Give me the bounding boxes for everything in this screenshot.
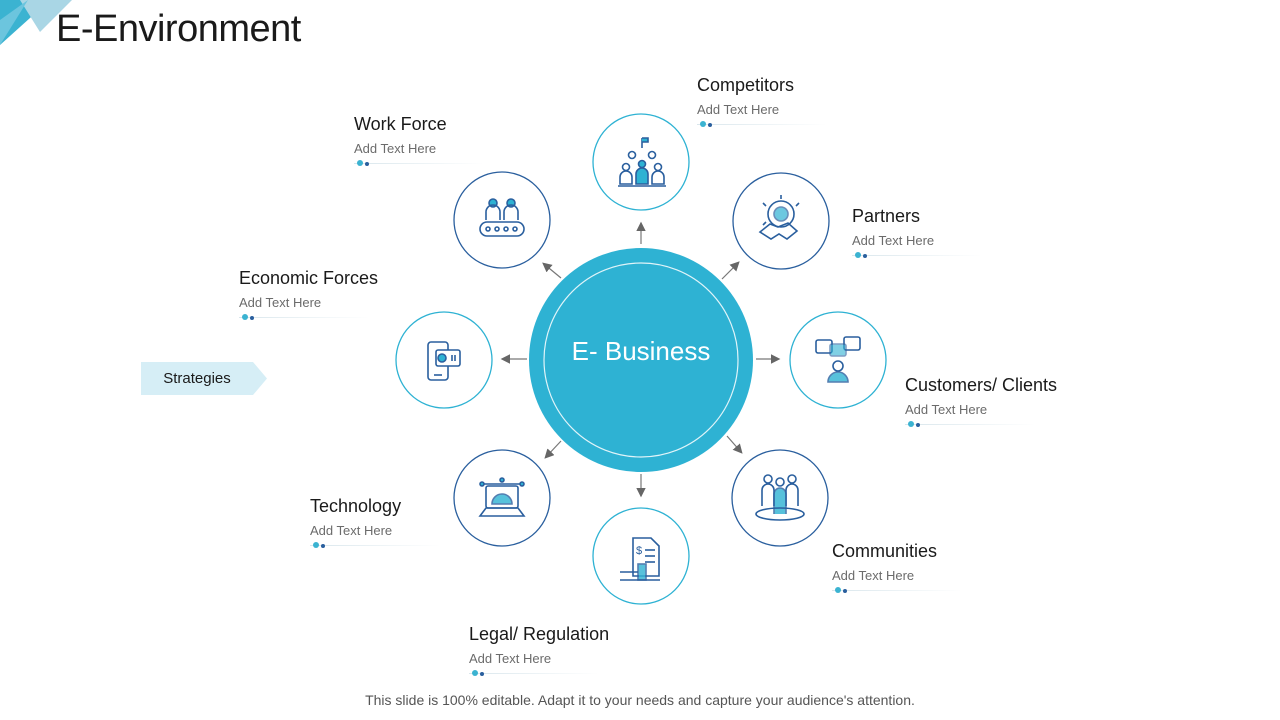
label-rule bbox=[354, 160, 484, 168]
node-legal: $ bbox=[592, 507, 690, 605]
label-partners-title: Partners bbox=[852, 206, 921, 226]
label-legal: Legal/ Regulation Add Text Here bbox=[469, 624, 609, 678]
document-gavel-icon: $ bbox=[620, 537, 660, 581]
label-rule bbox=[310, 542, 440, 550]
label-rule bbox=[697, 121, 827, 129]
svg-text:$: $ bbox=[636, 545, 642, 557]
center-circle bbox=[529, 248, 753, 472]
laptop-tech-icon bbox=[478, 477, 526, 517]
label-partners-text: Add Text Here bbox=[852, 233, 935, 248]
label-economic-text: Add Text Here bbox=[239, 295, 322, 310]
footer-note: This slide is 100% editable. Adapt it to… bbox=[365, 692, 915, 708]
node-workforce bbox=[453, 171, 551, 269]
node-competitors bbox=[592, 113, 690, 211]
label-legal-text: Add Text Here bbox=[469, 651, 552, 666]
label-rule bbox=[852, 252, 982, 260]
mobile-payment-icon bbox=[427, 341, 461, 381]
people-group-icon bbox=[755, 474, 805, 521]
label-workforce-text: Add Text Here bbox=[354, 141, 437, 156]
label-technology: Technology Add Text Here bbox=[310, 496, 440, 550]
handshake-gear-icon bbox=[758, 195, 800, 240]
page-title: E-Environment bbox=[56, 8, 301, 50]
label-economic-title: Economic Forces bbox=[239, 268, 379, 288]
strategies-arrow-shape bbox=[141, 362, 267, 395]
node-partners bbox=[732, 172, 830, 270]
label-workforce-title: Work Force bbox=[354, 114, 447, 134]
team-flag-icon bbox=[618, 137, 666, 187]
arrow-technology bbox=[544, 440, 562, 459]
label-rule bbox=[905, 421, 1035, 429]
arrow-communities bbox=[726, 435, 743, 454]
corner-decoration bbox=[0, 0, 72, 45]
arrow-partners bbox=[721, 261, 740, 280]
label-competitors-title: Competitors bbox=[697, 75, 795, 95]
label-rule bbox=[239, 314, 369, 322]
label-technology-title: Technology bbox=[310, 496, 402, 516]
conveyor-workers-icon bbox=[479, 198, 525, 237]
node-customers bbox=[789, 311, 887, 409]
node-economic bbox=[395, 311, 493, 409]
label-rule bbox=[469, 670, 599, 678]
center-label: E- Business bbox=[571, 336, 711, 366]
label-legal-title: Legal/ Regulation bbox=[469, 624, 610, 644]
label-partners: Partners Add Text Here bbox=[852, 206, 982, 260]
label-communities: Communities Add Text Here bbox=[832, 541, 962, 595]
label-competitors-text: Add Text Here bbox=[697, 102, 780, 117]
arrow-workforce bbox=[542, 262, 562, 279]
node-technology bbox=[453, 449, 551, 547]
node-communities bbox=[731, 449, 829, 547]
label-economic: Economic Forces Add Text Here bbox=[239, 268, 378, 322]
strategies-tag: Strategies bbox=[141, 362, 267, 395]
center-inner-ring bbox=[543, 262, 739, 458]
strategies-label: Strategies bbox=[163, 370, 231, 387]
label-technology-text: Add Text Here bbox=[310, 523, 393, 538]
label-customers-text: Add Text Here bbox=[905, 402, 988, 417]
label-customers: Customers/ Clients Add Text Here bbox=[905, 375, 1057, 429]
label-customers-title: Customers/ Clients bbox=[905, 375, 1058, 395]
customer-chat-icon bbox=[815, 336, 861, 383]
label-workforce: Work Force Add Text Here bbox=[354, 114, 484, 168]
label-communities-title: Communities bbox=[832, 541, 938, 561]
label-competitors: Competitors Add Text Here bbox=[697, 75, 827, 129]
label-rule bbox=[832, 587, 962, 595]
label-communities-text: Add Text Here bbox=[832, 568, 915, 583]
